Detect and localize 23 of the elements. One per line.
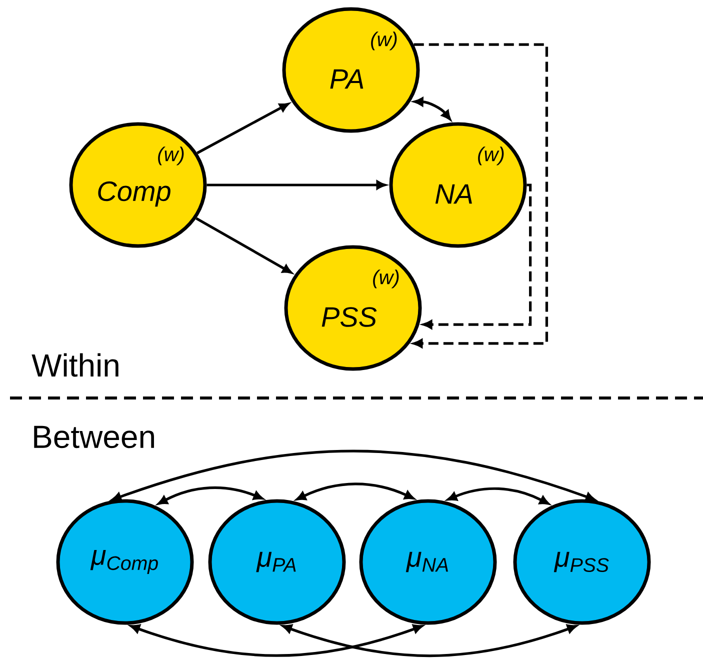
node-label: PA: [330, 69, 364, 89]
superscript-label: (w): [373, 270, 399, 288]
node-label: μ$_{PSS}$: [554, 552, 609, 572]
arrow: [206, 180, 386, 190]
arrow: [414, 97, 451, 120]
node-label: μ$_{Comp}$: [90, 550, 158, 574]
superscript-label: (w): [371, 32, 397, 50]
arrow: [158, 486, 263, 505]
node-label: NA: [435, 184, 472, 204]
node-label: μ$_{NA}$: [406, 552, 448, 572]
arrow: [296, 482, 414, 500]
section-label: Within: [32, 353, 118, 377]
node-label: PSS: [322, 307, 377, 327]
arrow: [196, 102, 289, 154]
dashed-arrow: [422, 184, 532, 329]
section-label: Between: [34, 426, 154, 448]
arrow: [447, 487, 550, 505]
node-label: Comp: [98, 181, 170, 207]
superscript-label: (w): [158, 146, 184, 166]
node-label: μ$_{PA}$: [256, 552, 296, 572]
superscript-label: (w): [478, 146, 504, 166]
arrow: [196, 217, 292, 274]
arrow: [112, 450, 596, 502]
